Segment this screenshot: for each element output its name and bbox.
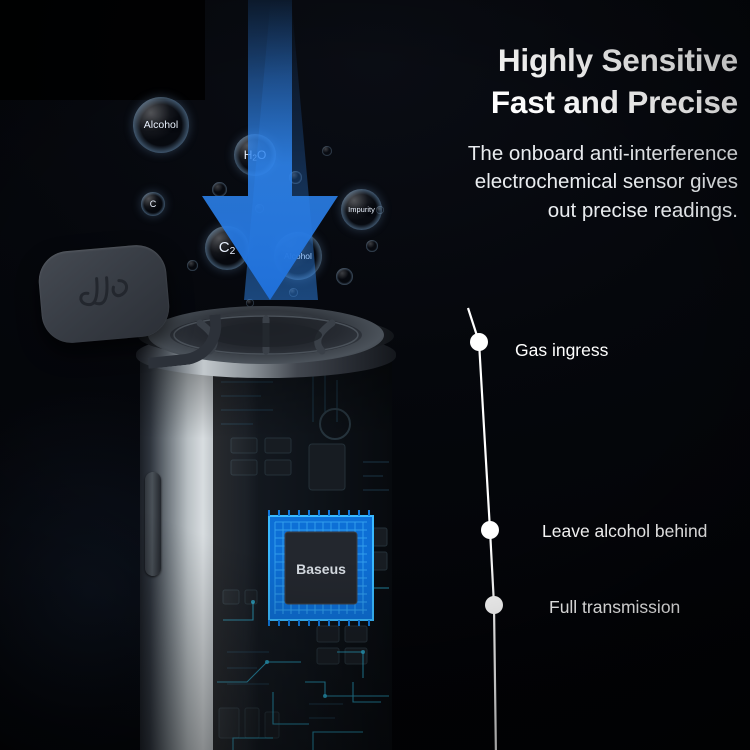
subcopy-line-1: The onboard anti-interference — [467, 142, 738, 165]
callout-label-full-transmission: Full transmission — [549, 597, 681, 617]
subcopy-line-2: electrochemical sensor gives — [474, 170, 738, 194]
bubble-c: C — [141, 192, 165, 216]
callout-label-gas-ingress: Gas ingress — [515, 340, 609, 360]
bubble-mini — [376, 206, 384, 214]
callout-label-leave-alcohol-behind: Leave alcohol behind — [542, 521, 708, 541]
headline-line-2: Fast and Precise — [490, 83, 738, 120]
wind-swirl-icon — [79, 276, 129, 307]
callout-dot — [470, 333, 488, 351]
alcohol-tester-device: Baseus — [36, 0, 418, 750]
headline-line-1: Highly Sensitive — [497, 42, 738, 78]
gas-intake-arrow — [202, 0, 338, 300]
subcopy-line-3: out precise readings. — [547, 198, 738, 222]
headline: Highly Sensitive Fast and Precise — [418, 40, 738, 124]
bubble-label: C — [149, 199, 157, 209]
callout-dot — [485, 596, 503, 614]
callout-dot — [481, 521, 499, 539]
power-button[interactable] — [145, 472, 161, 576]
glass-reflection — [213, 352, 259, 750]
baseus-chip: Baseus — [268, 510, 374, 626]
subcopy: The onboard anti-interference electroche… — [370, 140, 738, 225]
chip-brand-label: Baseus — [296, 561, 346, 577]
